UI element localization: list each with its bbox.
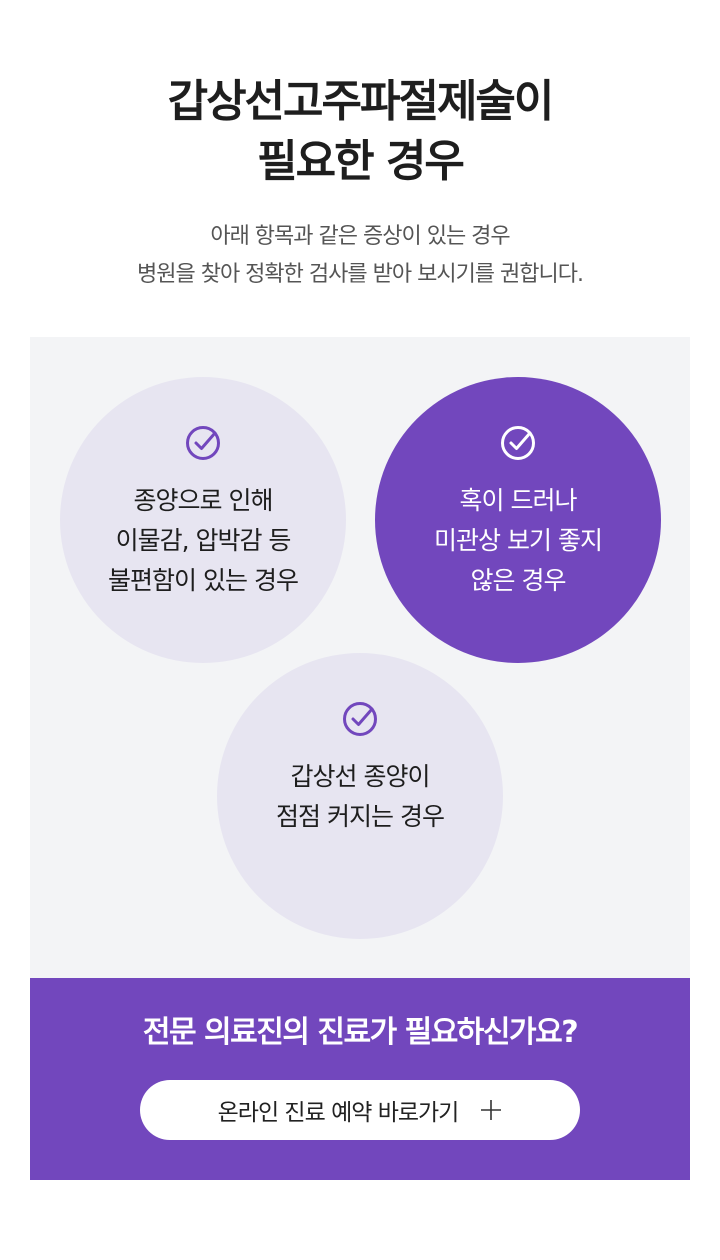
check-circle-icon xyxy=(186,426,220,460)
case-text-line: 않은 경우 xyxy=(470,566,567,595)
case-text-line: 갑상선 종양이 xyxy=(290,762,431,791)
case-text: 갑상선 종양이 점점 커지는 경우 xyxy=(276,757,445,837)
cases-panel: 종양으로 인해 이물감, 압박감 등 불편함이 있는 경우 혹이 드러나 미관상… xyxy=(30,337,690,979)
page-title-line-2: 필요한 경우 xyxy=(257,136,465,187)
page-subtitle-line-2: 병원을 찾아 정확한 검사를 받아 보시기를 권합니다. xyxy=(137,262,584,287)
page-title-line-1: 갑상선고주파절제술이 xyxy=(167,76,555,127)
case-text: 혹이 드러나 미관상 보기 좋지 않은 경우 xyxy=(434,481,603,601)
case-text-line: 혹이 드러나 xyxy=(459,486,578,515)
case-circle-discomfort: 종양으로 인해 이물감, 압박감 등 불편함이 있는 경우 xyxy=(60,377,346,663)
cta-banner: 전문 의료진의 진료가 필요하신가요? 온라인 진료 예약 바로가기 xyxy=(30,978,690,1180)
check-circle-icon xyxy=(501,426,535,460)
online-reservation-button[interactable]: 온라인 진료 예약 바로가기 xyxy=(140,1080,580,1140)
case-text-line: 이물감, 압박감 등 xyxy=(115,526,292,555)
online-reservation-button-label: 온라인 진료 예약 바로가기 xyxy=(217,1100,460,1126)
page-subtitle-line-1: 아래 항목과 같은 증상이 있는 경우 xyxy=(210,224,510,249)
case-circle-cosmetic: 혹이 드러나 미관상 보기 좋지 않은 경우 xyxy=(375,377,661,663)
plus-icon xyxy=(481,1100,502,1120)
page-subtitle: 아래 항목과 같은 증상이 있는 경우 병원을 찾아 정확한 검사를 받아 보시… xyxy=(0,218,720,294)
case-text-line: 종양으로 인해 xyxy=(133,486,274,515)
page-title: 갑상선고주파절제술이 필요한 경우 xyxy=(0,72,720,192)
case-text-line: 미관상 보기 좋지 xyxy=(434,526,603,555)
cta-title: 전문 의료진의 진료가 필요하신가요? xyxy=(142,1015,579,1050)
case-text: 종양으로 인해 이물감, 압박감 등 불편함이 있는 경우 xyxy=(108,481,299,601)
case-circle-growth: 갑상선 종양이 점점 커지는 경우 xyxy=(217,653,503,939)
case-text-line: 불편함이 있는 경우 xyxy=(108,566,299,595)
check-circle-icon xyxy=(343,702,377,736)
case-text-line: 점점 커지는 경우 xyxy=(276,802,445,831)
